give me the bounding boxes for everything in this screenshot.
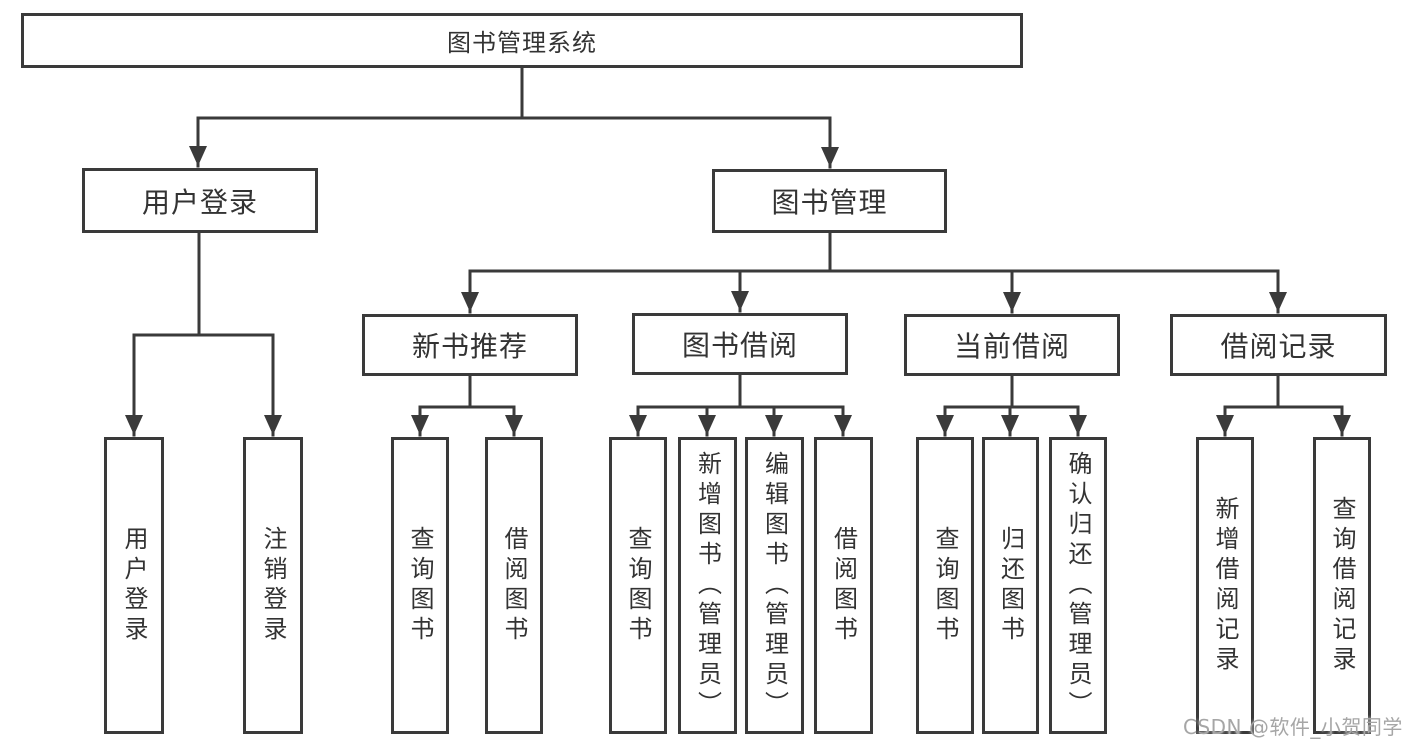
node-new-book-recommendation: 新书推荐 [362, 314, 578, 376]
node-library-management-system: 图书管理系统 [21, 13, 1023, 68]
node-book-management: 图书管理 [712, 169, 947, 233]
leaf-query-books-current: 查询图书 [916, 437, 974, 734]
leaf-confirm-return-admin: 确认归还（管理员） [1049, 437, 1107, 734]
leaf-borrow-books-recommend: 借阅图书 [485, 437, 543, 734]
leaf-add-borrow-record: 新增借阅记录 [1196, 437, 1254, 734]
leaf-return-books: 归还图书 [982, 437, 1039, 734]
leaf-edit-books-admin: 编辑图书（管理员） [745, 437, 804, 734]
leaf-query-books-borrowing: 查询图书 [609, 437, 667, 734]
node-book-borrowing: 图书借阅 [632, 313, 848, 375]
leaf-logout: 注销登录 [243, 437, 303, 734]
leaf-query-books-recommend: 查询图书 [391, 437, 449, 734]
node-current-borrowing: 当前借阅 [904, 314, 1120, 376]
leaf-borrow-books-borrowing: 借阅图书 [814, 437, 873, 734]
node-borrowing-records: 借阅记录 [1170, 314, 1387, 376]
watermark: CSDN @软件_小贺同学 [1183, 715, 1403, 739]
leaf-add-books-admin: 新增图书（管理员） [678, 437, 737, 734]
node-user-login: 用户登录 [82, 168, 318, 233]
leaf-user-login: 用户登录 [104, 437, 164, 734]
leaf-query-borrow-record: 查询借阅记录 [1313, 437, 1371, 734]
